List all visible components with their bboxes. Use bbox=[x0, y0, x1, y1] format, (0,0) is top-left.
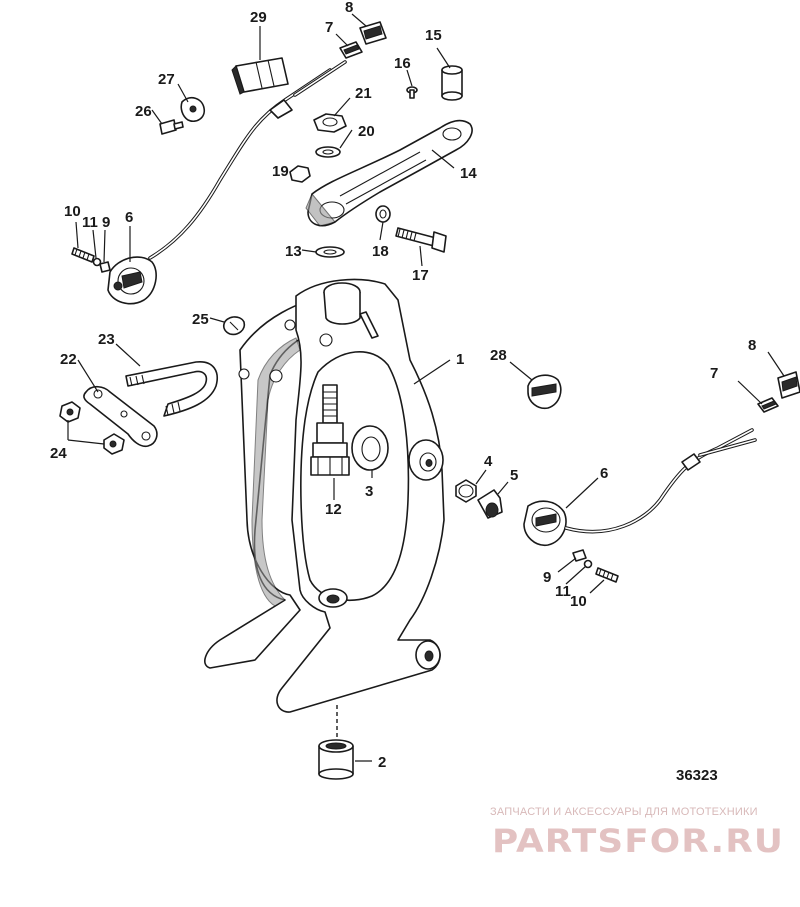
locknut-part-21 bbox=[313, 113, 347, 133]
terminal-part-8-left bbox=[359, 21, 387, 45]
leader-lines bbox=[67, 13, 785, 762]
clamp-part-27 bbox=[180, 96, 206, 123]
callout-16: 16 bbox=[394, 55, 411, 72]
callout-7-left: 7 bbox=[325, 19, 333, 36]
connector-part-7-left bbox=[339, 41, 363, 59]
nut-part-24-a bbox=[59, 401, 81, 423]
bolt-part-17 bbox=[395, 227, 447, 253]
bushing-part-2 bbox=[318, 705, 354, 780]
screw-part-26 bbox=[159, 119, 184, 135]
drawing-number: 36323 bbox=[676, 767, 718, 784]
nut-part-9-left bbox=[99, 261, 111, 273]
nut-part-24-b bbox=[103, 433, 125, 455]
callout-2: 2 bbox=[378, 754, 386, 771]
u-bolt-part-23 bbox=[125, 361, 218, 417]
callout-22: 22 bbox=[60, 351, 77, 368]
connector-part-7-right bbox=[757, 397, 779, 413]
callout-13: 13 bbox=[285, 243, 302, 260]
swivel-bracket-part-1 bbox=[204, 278, 445, 713]
watermark-logo-text: PARTSFOR.RU bbox=[492, 822, 784, 860]
callout-25: 25 bbox=[192, 311, 209, 328]
callout-26: 26 bbox=[135, 103, 152, 120]
callout-29: 29 bbox=[250, 9, 267, 26]
washer-part-11-left bbox=[92, 257, 102, 267]
steering-arm-part-14 bbox=[305, 119, 473, 227]
sender-wire-right bbox=[564, 428, 757, 534]
bushing-part-4 bbox=[455, 479, 477, 503]
screw-part-10-left bbox=[71, 247, 95, 263]
callout-6-left: 6 bbox=[125, 209, 133, 226]
callout-4: 4 bbox=[484, 453, 493, 470]
callout-11-left: 11 bbox=[82, 214, 98, 231]
clamp-part-28 bbox=[527, 374, 562, 410]
washer-part-13 bbox=[315, 246, 345, 258]
callout-10-right: 10 bbox=[570, 593, 587, 610]
callout-12: 12 bbox=[325, 501, 342, 518]
callout-20: 20 bbox=[358, 123, 375, 140]
callout-5: 5 bbox=[510, 467, 518, 484]
washer-part-20 bbox=[315, 146, 341, 158]
sleeve-part-5 bbox=[477, 489, 503, 519]
trim-sender-part-6-left bbox=[107, 256, 157, 305]
nut-part-19 bbox=[289, 165, 311, 183]
callout-3: 3 bbox=[365, 483, 373, 500]
callout-15: 15 bbox=[425, 27, 442, 44]
callout-27: 27 bbox=[158, 71, 175, 88]
sleeve-part-15 bbox=[441, 65, 463, 101]
screw-part-10-right bbox=[595, 567, 619, 583]
callout-8-left: 8 bbox=[345, 0, 353, 16]
callout-17: 17 bbox=[412, 267, 429, 284]
watermark-logo: PARTSFOR.RU bbox=[492, 822, 784, 860]
callout-23: 23 bbox=[98, 331, 115, 348]
sender-wire-left bbox=[148, 60, 347, 260]
stud-part-12 bbox=[310, 384, 350, 476]
callout-9-right: 9 bbox=[543, 569, 551, 586]
callout-10-left: 10 bbox=[64, 203, 81, 220]
washer-part-11-right bbox=[583, 559, 593, 569]
watermark-tagline: ЗАПЧАСТИ И АКСЕССУАРЫ ДЛЯ МОТОТЕХНИКИ bbox=[490, 806, 758, 818]
callout-11-right: 11 bbox=[555, 583, 571, 600]
washer-part-3 bbox=[351, 425, 389, 471]
callout-7-right: 7 bbox=[710, 365, 718, 382]
callout-8-right: 8 bbox=[748, 337, 756, 354]
callout-labels: 1 2 3 4 5 6 6 7 7 8 8 9 9 10 10 11 11 12… bbox=[50, 0, 756, 771]
callout-6-right: 6 bbox=[600, 465, 608, 482]
clip-part-25 bbox=[222, 316, 246, 336]
callout-18: 18 bbox=[372, 243, 389, 260]
clip-part-29 bbox=[231, 57, 289, 95]
plate-part-22 bbox=[83, 385, 158, 448]
callout-28: 28 bbox=[490, 347, 507, 364]
callout-24: 24 bbox=[50, 445, 67, 462]
watermark: ЗАПЧАСТИ И АКСЕССУАРЫ ДЛЯ МОТОТЕХНИКИ PA… bbox=[490, 806, 790, 860]
callout-19: 19 bbox=[272, 163, 289, 180]
callout-9-left: 9 bbox=[102, 214, 110, 231]
callout-14: 14 bbox=[460, 165, 477, 182]
trim-sender-part-6-right bbox=[523, 500, 567, 546]
callout-1: 1 bbox=[456, 351, 464, 368]
callout-21: 21 bbox=[355, 85, 372, 102]
washer-part-18 bbox=[375, 205, 391, 223]
terminal-part-8-right bbox=[777, 371, 800, 399]
screw-part-16 bbox=[406, 86, 418, 99]
